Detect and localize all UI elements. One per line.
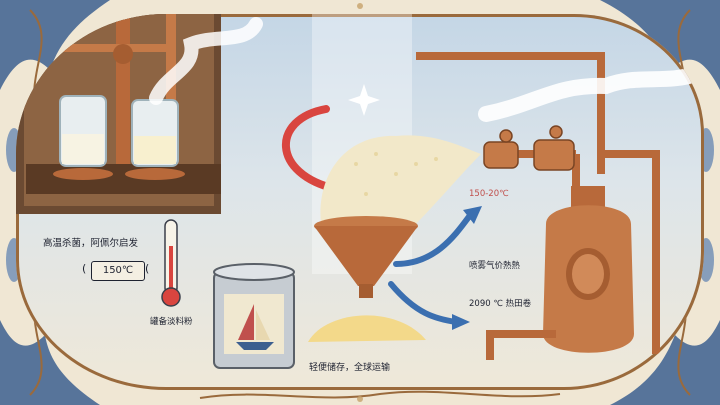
can-label: 罐备淡料粉	[150, 317, 193, 327]
sterilization-lab-scene	[16, 14, 263, 214]
gauge-left-bracket: (	[82, 262, 87, 275]
valve-assembly	[483, 125, 575, 171]
sterilization-label: 高温杀菌，阿佩尔启发	[43, 238, 139, 249]
powder-pile	[308, 315, 426, 342]
spray-dry-label: 喷雾气价熱熱	[469, 261, 521, 271]
milk-powder-can	[213, 263, 295, 369]
storage-temp-label: 2090 ℃ 热田卷	[469, 299, 532, 309]
transport-label: 轻便储存，全球运输	[309, 363, 391, 373]
blue-arrow-lower	[388, 281, 459, 325]
process-illustration	[16, 14, 704, 369]
temperature-range-label: 150-20℃	[469, 189, 509, 199]
gauge-right-bracket: (	[145, 262, 150, 275]
copper-funnel	[314, 216, 418, 298]
thermometer-icon	[161, 219, 181, 307]
blue-arrow-upper	[393, 211, 474, 267]
spray-plume	[320, 135, 481, 229]
steam-plume-right	[478, 66, 704, 122]
illustration-panel	[16, 14, 704, 390]
red-flow-arrow	[282, 105, 340, 193]
copper-tank	[486, 186, 634, 360]
sparkle-icon	[348, 84, 380, 116]
temperature-gauge-reading: 150℃	[91, 261, 145, 281]
